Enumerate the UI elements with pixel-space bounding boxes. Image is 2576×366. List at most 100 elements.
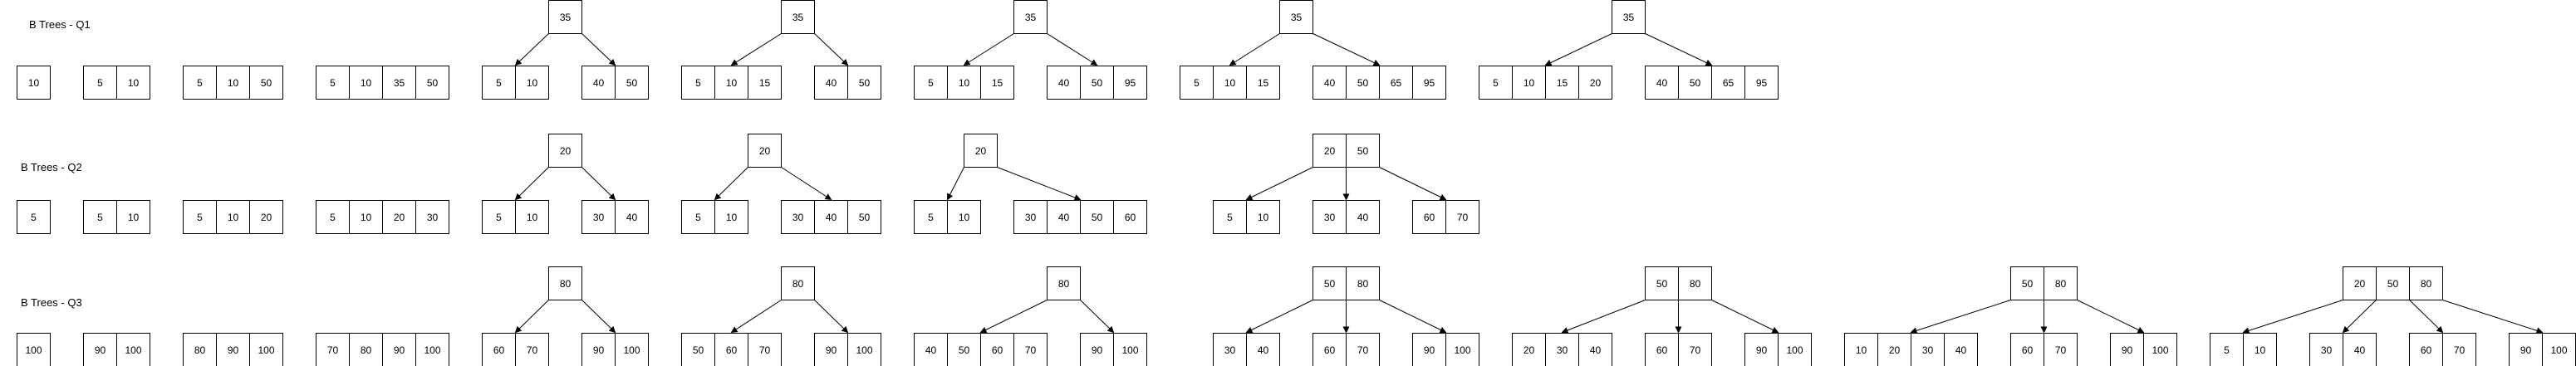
key-cell (2010, 266, 2044, 300)
key-label: 50 (2022, 278, 2034, 290)
key-cell (1346, 333, 1380, 366)
key-cell (316, 200, 350, 234)
key-label: 40 (1058, 212, 1070, 223)
key-label: 5 (197, 77, 203, 89)
key-label: 50 (1092, 77, 1103, 89)
tree-edge (2342, 300, 2377, 334)
key-label: 30 (593, 212, 605, 223)
key-label: 70 (1690, 344, 1701, 356)
tree-edge (1245, 167, 1313, 201)
key-cell (349, 200, 383, 234)
key-cell (1678, 333, 1712, 366)
key-label: 10 (1856, 344, 1867, 356)
key-cell (748, 134, 782, 168)
key-label: 60 (1125, 212, 1136, 223)
key-label: 50 (626, 77, 638, 89)
key-label: 30 (427, 212, 439, 223)
root-node: 20 (964, 134, 998, 168)
key-label: 5 (1493, 77, 1499, 89)
root-node: 80 (548, 266, 582, 300)
root-node: 35 (548, 0, 582, 34)
key-label: 40 (826, 212, 837, 223)
key-label: 40 (1324, 77, 1336, 89)
key-cell (1645, 333, 1679, 366)
tree-edge (2442, 300, 2544, 334)
key-label: 50 (427, 77, 439, 89)
tree-edge (1245, 300, 1313, 334)
key-label: 40 (1357, 212, 1369, 223)
key-label: 95 (1424, 77, 1435, 89)
key-cell (980, 333, 1014, 366)
key-label: 20 (1889, 344, 1901, 356)
tree-edge (581, 167, 616, 201)
key-cell (847, 200, 881, 234)
key-cell (1047, 66, 1081, 100)
key-label: 65 (1391, 77, 1402, 89)
key-cell (1479, 66, 1513, 100)
key-cell (349, 333, 383, 366)
key-cell (415, 200, 449, 234)
key-cell (1944, 333, 1978, 366)
key-label: 60 (1324, 344, 1336, 356)
key-label: 10 (228, 212, 239, 223)
key-label: 90 (1756, 344, 1768, 356)
key-label: 5 (695, 212, 701, 223)
key-label: 20 (2354, 278, 2366, 290)
row-label: B Trees - Q3 (21, 296, 82, 309)
key-cell (1678, 66, 1712, 100)
key-cell (1512, 333, 1546, 366)
key-label: 30 (1922, 344, 1934, 356)
key-label: 30 (2321, 344, 2333, 356)
key-cell (1180, 66, 1214, 100)
key-cell (714, 66, 748, 100)
key-cell (316, 66, 350, 100)
tree-edge (814, 300, 849, 334)
key-label: 70 (2055, 344, 2067, 356)
key-cell (216, 200, 250, 234)
tree-edge (963, 33, 1014, 66)
key-label: 10 (527, 212, 538, 223)
key-label: 10 (959, 212, 970, 223)
key-cell (2044, 266, 2078, 300)
key-cell (249, 200, 283, 234)
row-label: B Trees - Q2 (21, 161, 82, 173)
key-cell (1246, 333, 1280, 366)
key-label: 10 (128, 77, 140, 89)
key-label: 50 (1357, 145, 1369, 157)
key-cell (1246, 200, 1280, 234)
key-label: 80 (194, 344, 206, 356)
key-cell (1612, 0, 1646, 34)
key-cell (1778, 333, 1812, 366)
key-cell (781, 0, 815, 34)
key-label: 50 (693, 344, 704, 356)
key-cell (1645, 66, 1679, 100)
key-cell (1844, 333, 1878, 366)
key-cell (1113, 333, 1147, 366)
key-label: 60 (2421, 344, 2432, 356)
key-label: 95 (1125, 77, 1136, 89)
key-cell (2010, 333, 2044, 366)
key-cell (1313, 134, 1347, 168)
tree-edge (1711, 300, 1779, 334)
key-cell (814, 333, 848, 366)
key-cell (681, 66, 715, 100)
